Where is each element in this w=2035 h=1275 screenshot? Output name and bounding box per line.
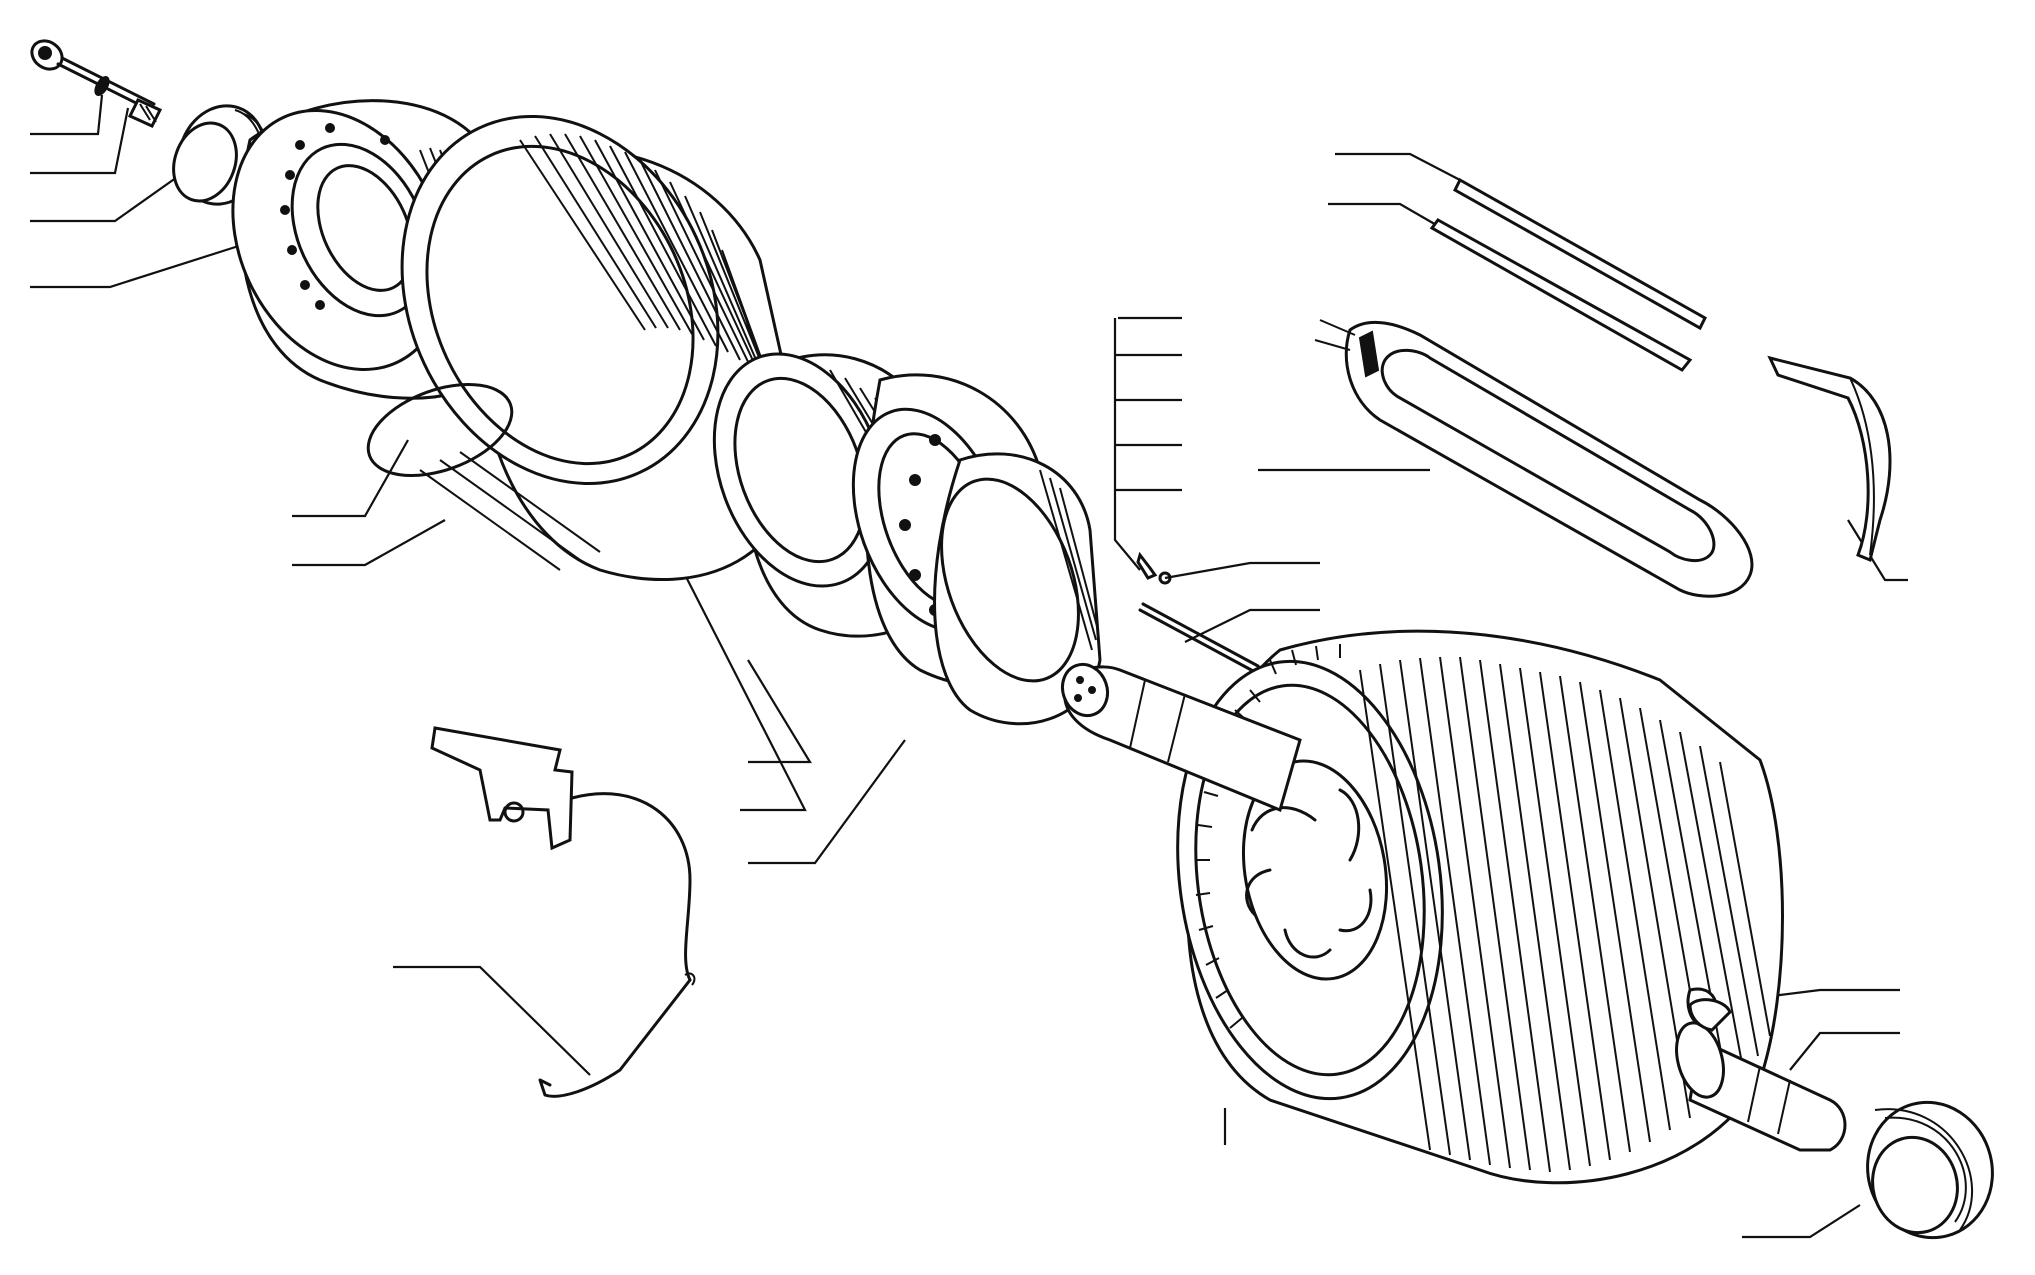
armature-slots	[1359, 656, 1771, 1173]
stator-teeth	[519, 133, 791, 449]
leader-line	[1184, 608, 1320, 643]
wire-clip	[538, 792, 696, 1098]
leader-line	[292, 519, 446, 567]
shaft-front	[1060, 662, 1302, 813]
armature-callout-hole	[1688, 998, 1732, 1032]
key-pin	[1136, 551, 1172, 585]
leader-line	[30, 241, 249, 289]
strip-insulation-a	[1453, 177, 1707, 331]
leader-line	[292, 439, 409, 518]
leader-line	[1328, 202, 1446, 231]
shaft-key	[1138, 602, 1260, 674]
leader-line	[30, 107, 130, 175]
leader-line	[30, 94, 104, 136]
leader-line	[747, 659, 812, 764]
leader-line	[1789, 1031, 1900, 1071]
leader-line	[748, 739, 906, 865]
leader-line	[679, 564, 807, 812]
leader-line	[1742, 1204, 1861, 1239]
leader-line	[393, 965, 591, 1076]
armature-coil	[1314, 319, 1754, 598]
screw-bolt	[30, 39, 163, 128]
core-rim-teeth	[1195, 644, 1341, 1029]
leader-line	[30, 174, 181, 223]
strip-insulation-b	[1429, 218, 1693, 372]
leader-line	[1335, 152, 1461, 181]
bearing-balls	[280, 123, 390, 310]
shaft-end	[1675, 987, 1847, 1152]
armature-core	[1176, 629, 1784, 1185]
bearing-ring-right	[1866, 1100, 1994, 1240]
stator-yoke	[366, 115, 802, 582]
leader-line	[1113, 318, 1141, 571]
leader-line	[1164, 561, 1320, 580]
bracket-plate	[430, 726, 574, 851]
leader-line	[1847, 519, 1908, 582]
commutator-plate	[933, 452, 1102, 726]
hub-spokes	[1245, 788, 1373, 959]
wedge-insulator	[1767, 355, 1892, 563]
